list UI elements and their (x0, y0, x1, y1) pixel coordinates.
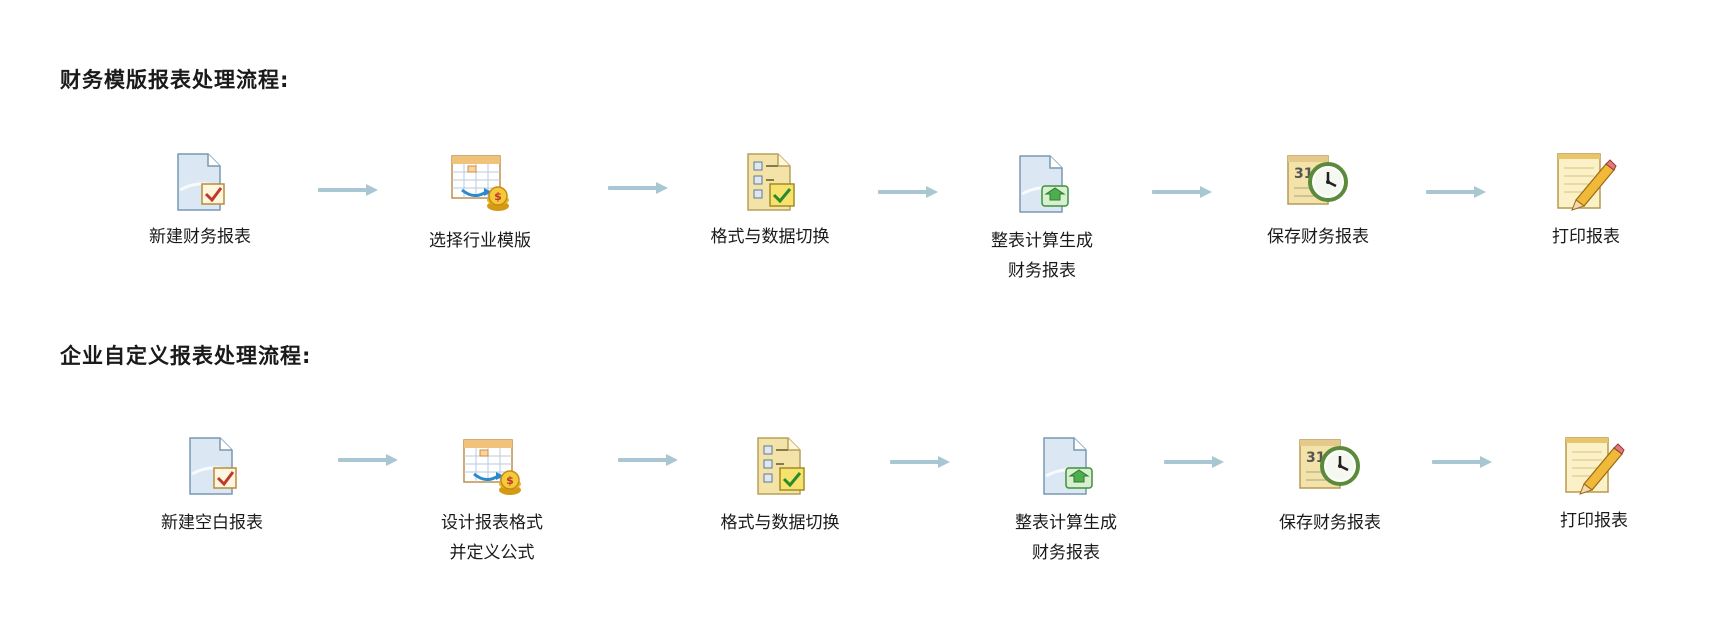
notepad-pencil-icon (1554, 150, 1618, 214)
new-document-check-icon (180, 434, 244, 498)
document-refresh-icon (1010, 152, 1074, 216)
step-label: 选择行业模版 (429, 231, 531, 251)
step-label: 打印报表 (1560, 511, 1628, 531)
step-label: 整表计算生成 财务报表 (1015, 513, 1117, 563)
flow-arrow (338, 454, 398, 466)
flow-arrow (1164, 456, 1224, 468)
calendar-coin-icon: $ (448, 150, 512, 214)
step-label: 设计报表格式 并定义公式 (441, 513, 543, 563)
step-label: 保存财务报表 (1279, 513, 1381, 533)
flow-arrow (878, 186, 938, 198)
new-document-check-icon (168, 150, 232, 214)
step-label: 整表计算生成 财务报表 (991, 231, 1093, 281)
document-refresh-icon (1034, 434, 1098, 498)
step-label: 新建财务报表 (149, 227, 251, 247)
calendar-coin-icon: $ (460, 434, 524, 498)
flow-title: 财务模版报表处理流程: (60, 68, 290, 92)
flow-arrow (318, 184, 378, 196)
flow-title: 企业自定义报表处理流程: (60, 344, 312, 368)
flow-arrow (890, 456, 950, 468)
step-label: 保存财务报表 (1267, 227, 1369, 247)
svg-text:$: $ (506, 474, 514, 487)
step-label: 新建空白报表 (161, 513, 263, 533)
flow-arrow (1432, 456, 1492, 468)
step-label: 格式与数据切换 (710, 227, 830, 247)
custom-report-flow: 企业自定义报表处理流程: 新建空白报表 $ (0, 310, 1711, 620)
flow-arrow (618, 454, 678, 466)
flow-arrow (608, 182, 668, 194)
step-label: 打印报表 (1552, 227, 1620, 247)
checklist-document-icon (738, 150, 802, 214)
svg-text:$: $ (494, 190, 502, 203)
step-label: 格式与数据切换 (720, 513, 840, 533)
calendar-clock-icon: 31 (1298, 434, 1362, 498)
notepad-pencil-icon (1562, 434, 1626, 498)
flow-arrow (1426, 186, 1486, 198)
checklist-document-icon (748, 434, 812, 498)
calendar-clock-icon: 31 (1286, 150, 1350, 214)
flow-arrow (1152, 186, 1212, 198)
template-report-flow: 财务模版报表处理流程: 新建财务报表 $ (0, 0, 1711, 310)
